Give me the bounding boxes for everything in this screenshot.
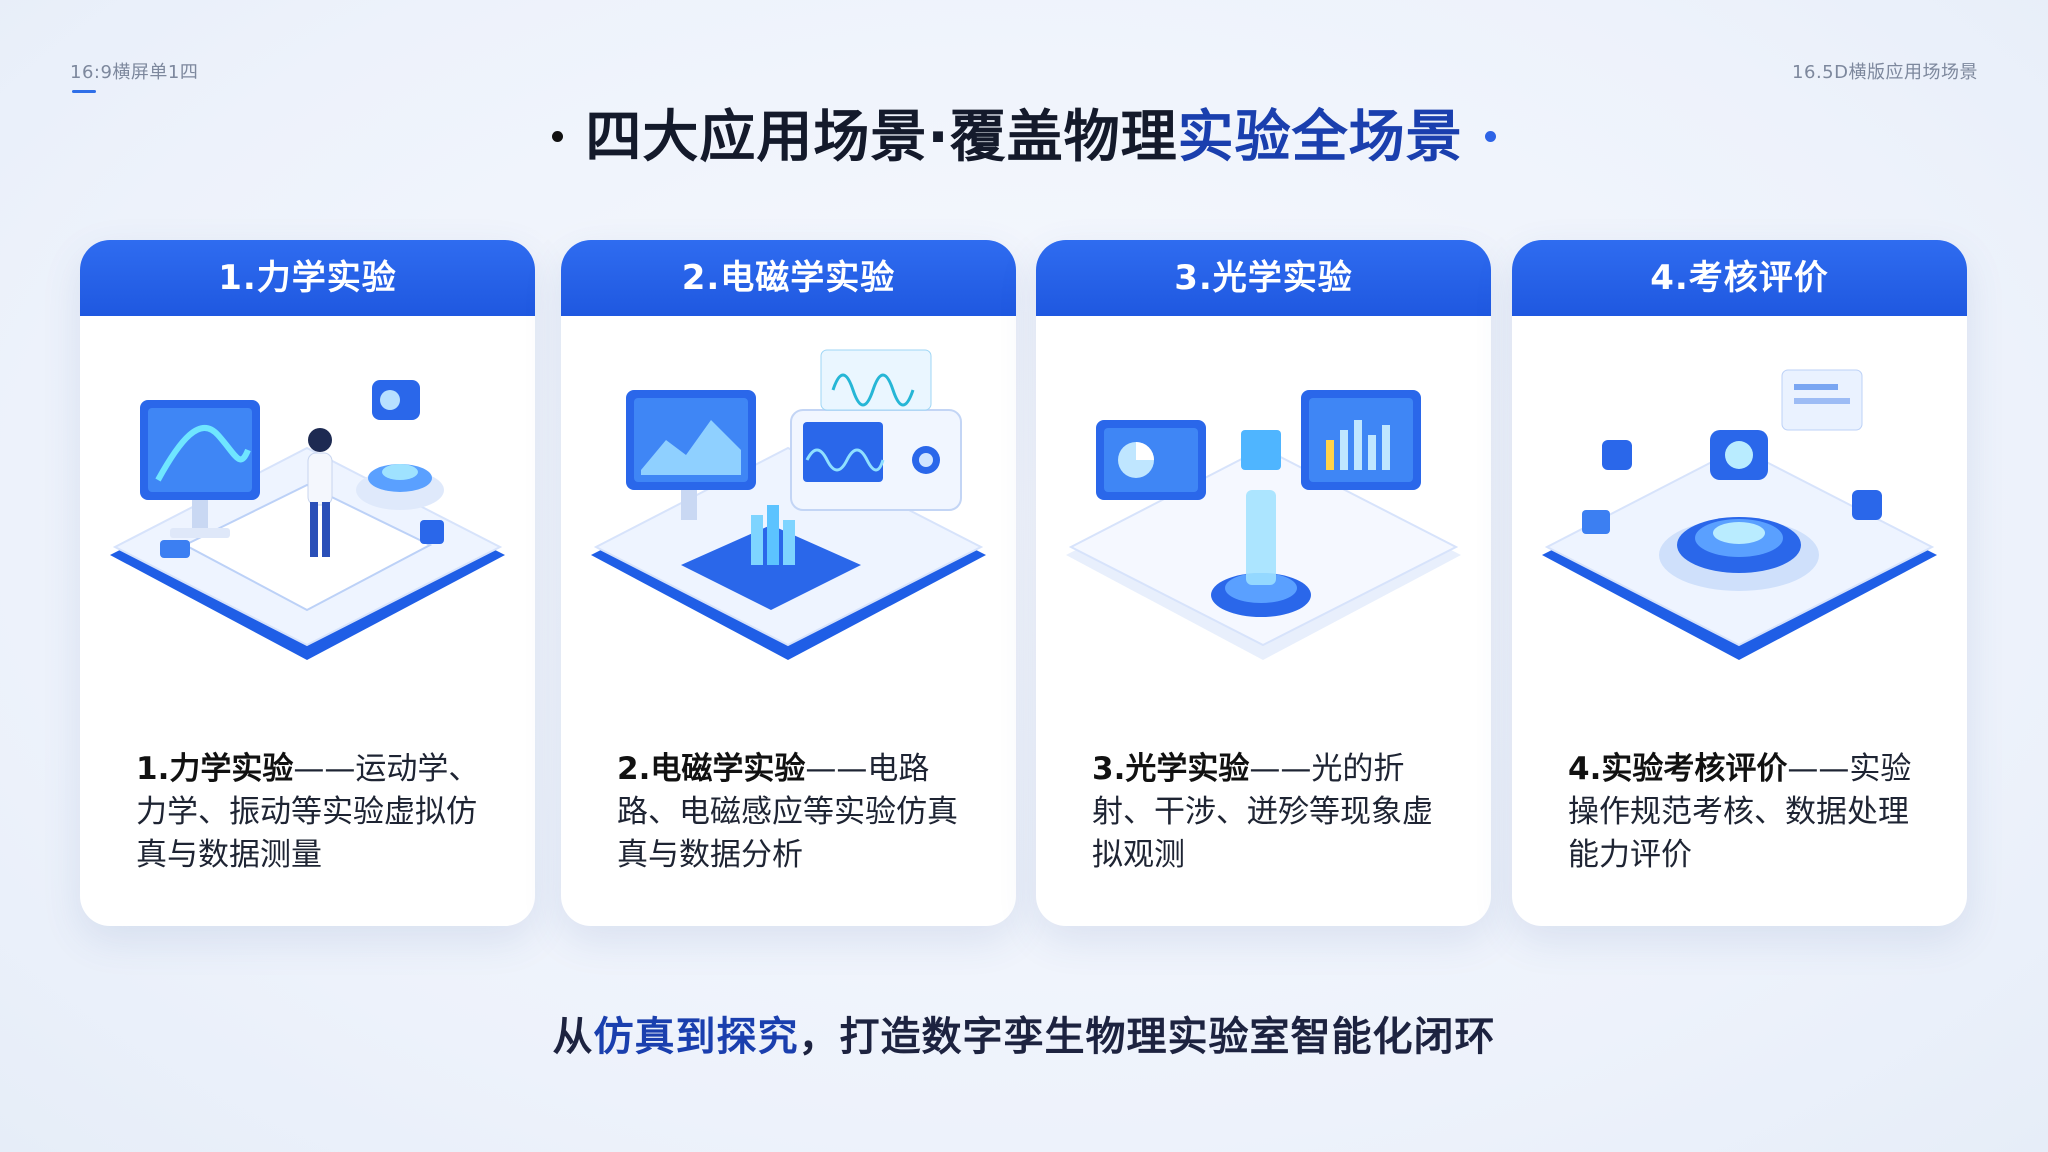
summary-tagline: 从仿真到探究，打造数字孪生物理实验室智能化闭环 xyxy=(552,1014,1496,1060)
card-header: 2.电磁学实验 xyxy=(561,240,1016,316)
card-optics[interactable]: 3.光学实验 xyxy=(1036,240,1491,926)
format-label-underline xyxy=(72,90,96,93)
assessment-illustration xyxy=(1542,369,1937,660)
card-description: 3.光学实验——光的折射、干涉、迸殄等现象虚拟观测 xyxy=(1092,751,1433,873)
mechanics-lab-illustration xyxy=(110,380,505,660)
card-header: 3.光学实验 xyxy=(1036,240,1491,316)
card-description: 4.实验考核评价——实验操作规范考核、数据处理能力评价 xyxy=(1568,751,1912,873)
chart-monitor-icon xyxy=(1301,390,1421,490)
search-badge-icon xyxy=(1710,430,1768,480)
camera-sensor-icon xyxy=(356,380,444,510)
monitor-icon xyxy=(1096,420,1206,500)
shield-icon xyxy=(1852,490,1882,520)
title-bullet-right xyxy=(1484,131,1496,143)
scenario-cards: 1.力学实验 xyxy=(80,240,1968,926)
page-title: 四大应用场景·覆盖物理实验全场景 xyxy=(0,92,2048,173)
evaluation-hub-icon xyxy=(1659,517,1819,591)
card-mechanics[interactable]: 1.力学实验 xyxy=(80,240,535,926)
card-description: 1.力学实验——运动学、力学、振动等实验虚拟仿真与数据测量 xyxy=(136,751,480,873)
page-section-label: 16.5D横版应用场场景 xyxy=(1792,62,1978,83)
optics-lab-illustration xyxy=(1066,390,1461,660)
clock-icon xyxy=(1602,440,1632,470)
device-icon xyxy=(160,540,190,558)
page-format-label: 16:9横屏单1四 xyxy=(70,62,199,83)
prism-tower-icon xyxy=(1211,430,1311,617)
field-grid-icon xyxy=(681,505,861,610)
oscilloscope-icon xyxy=(790,409,962,511)
card-description: 2.电磁学实验——电路路、电磁感应等实验仿真真与数据分析 xyxy=(617,751,958,873)
card-electromagnetism[interactable]: 2.电磁学实验 xyxy=(561,240,1016,926)
person-icon xyxy=(307,428,333,557)
monitor-icon xyxy=(140,400,260,538)
title-bullet-left xyxy=(552,131,564,143)
monitor-icon xyxy=(626,390,756,520)
gem-icon xyxy=(1582,510,1610,534)
electromagnetism-lab-illustration xyxy=(591,349,986,660)
card-header: 4.考核评价 xyxy=(1512,240,1967,316)
card-assessment[interactable]: 4.考核评价 4.实验考核评价——实验操作规范考核、数据处理能力评价 xyxy=(1512,240,1967,926)
card-header: 1.力学实验 xyxy=(80,240,535,316)
title-highlight: 实验全场景 xyxy=(1177,105,1463,170)
title-main: 四大应用场景·覆盖物理 xyxy=(585,105,1178,170)
cube-icon xyxy=(420,520,444,544)
